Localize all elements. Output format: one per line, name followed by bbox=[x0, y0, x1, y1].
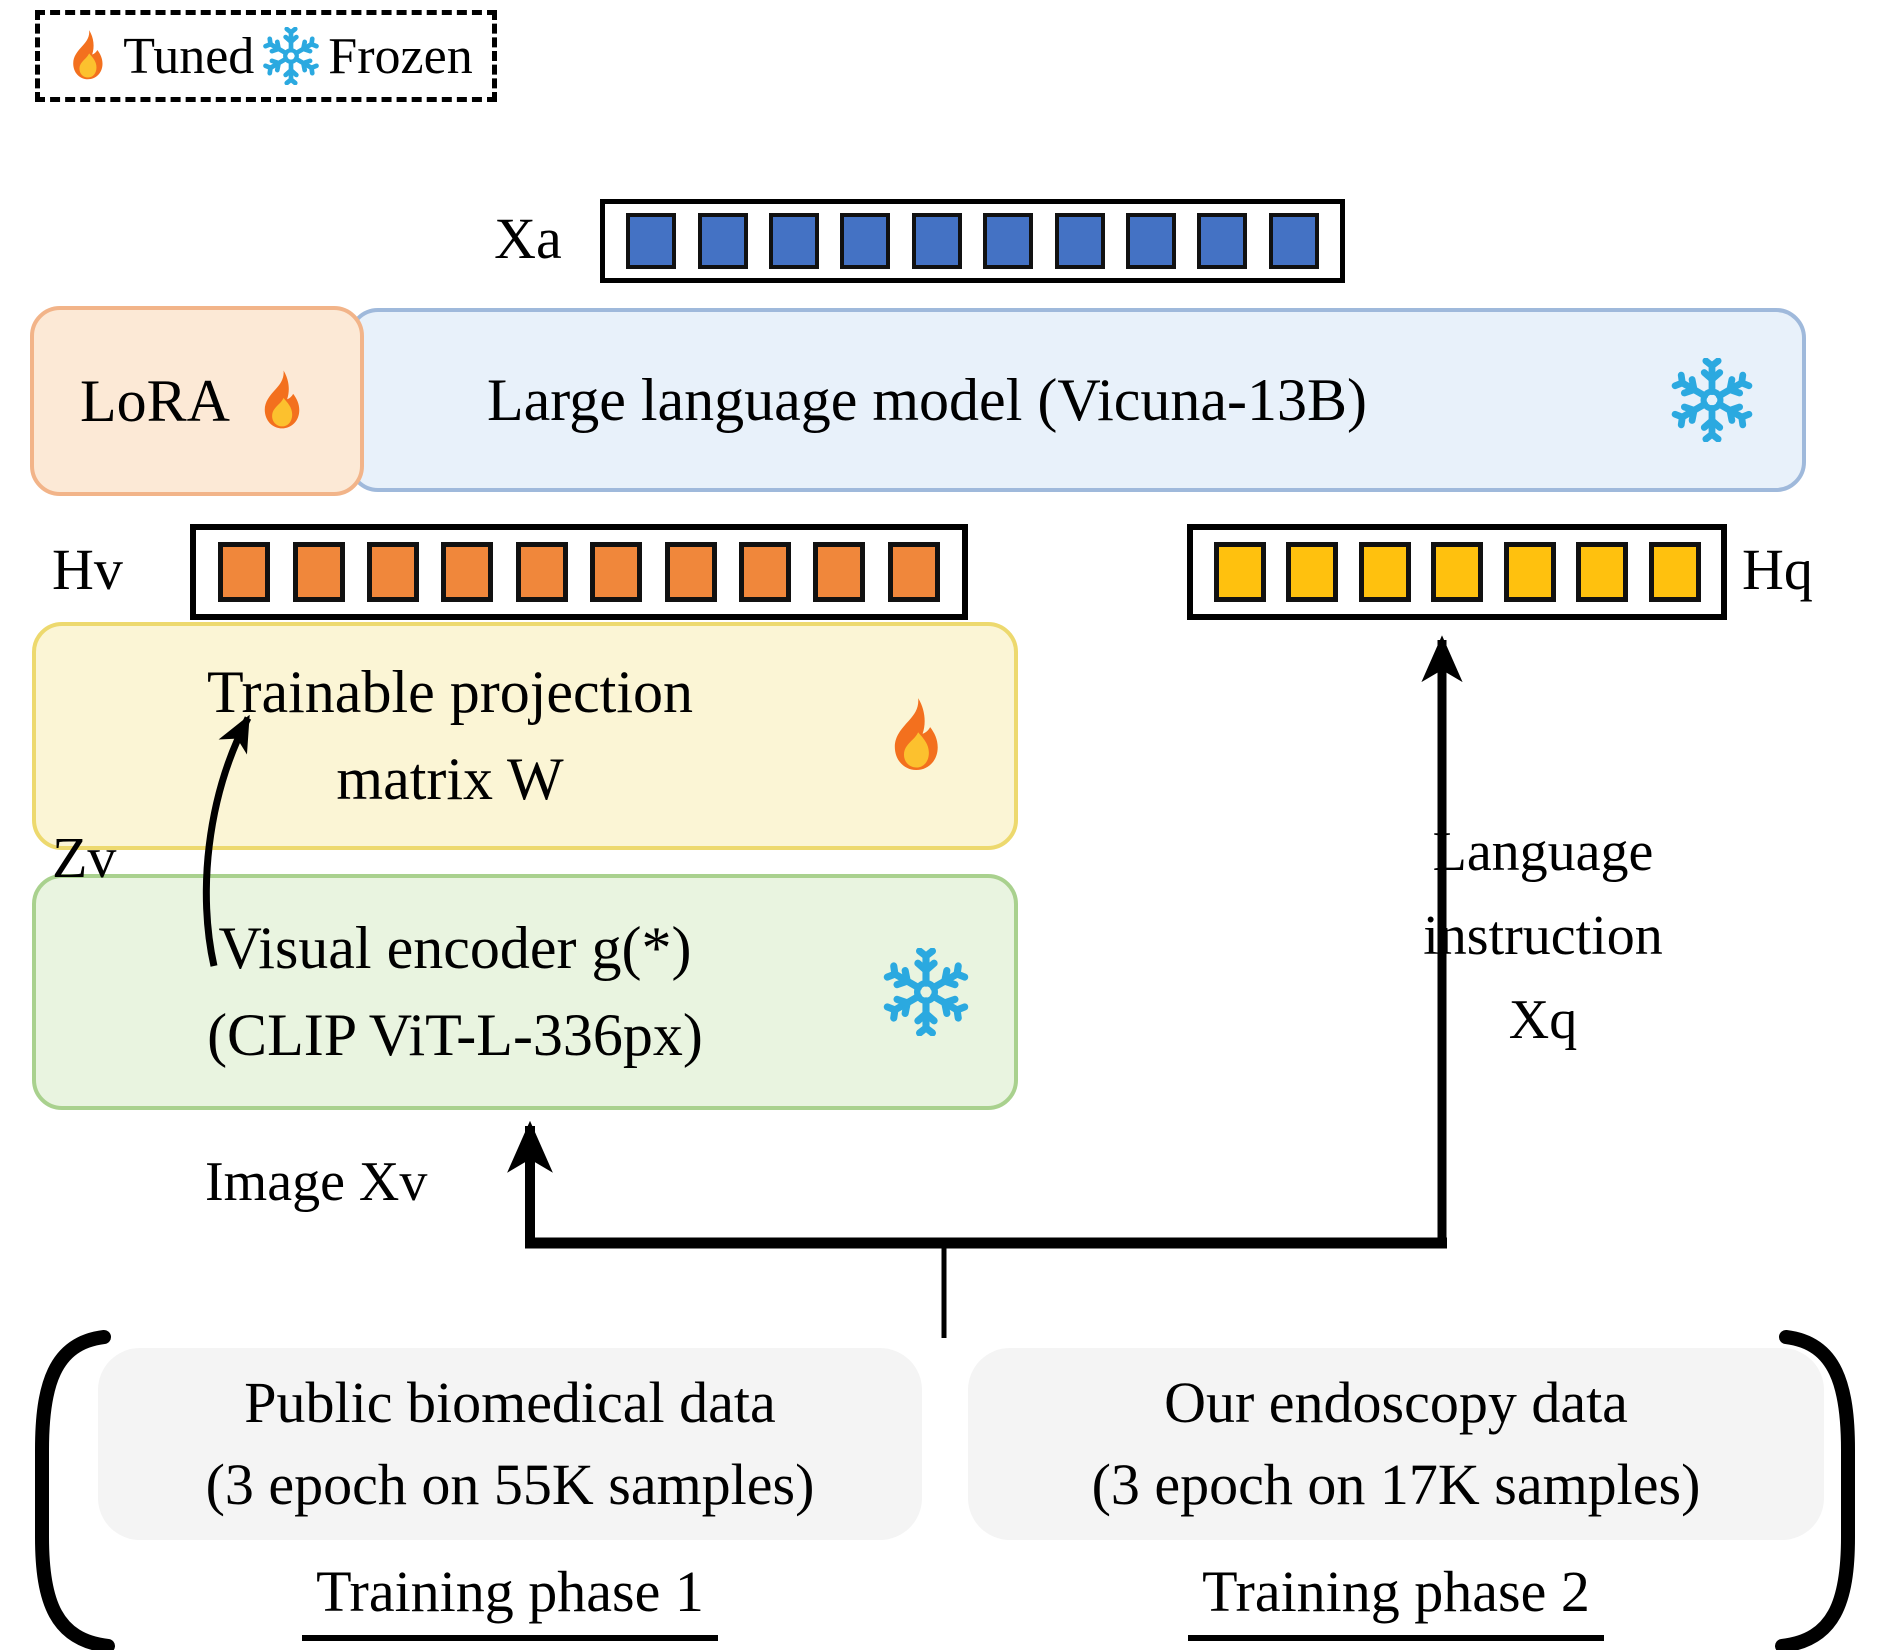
projection-label-line2: matrix W bbox=[336, 746, 564, 812]
training-phase2-caption-text: Training phase 2 bbox=[1188, 1558, 1604, 1641]
hq-label: Hq bbox=[1742, 537, 1813, 602]
token-square bbox=[1286, 542, 1338, 602]
dataset-phase1-line1: Public biomedical data bbox=[244, 1369, 776, 1435]
token-square bbox=[1503, 542, 1556, 602]
token-square bbox=[1213, 542, 1266, 602]
snowflake-icon bbox=[1670, 358, 1754, 442]
xa-label: Xa bbox=[494, 206, 562, 271]
dataset-phase2-line2: (3 epoch on 17K samples) bbox=[1091, 1452, 1701, 1517]
legend-tuned-label: Tuned bbox=[123, 27, 255, 85]
encoder-label-line2: (CLIP ViT-L-336px) bbox=[207, 1002, 703, 1068]
training-phase1-caption: Training phase 1 bbox=[98, 1558, 922, 1641]
llm-label: Large language model (Vicuna-13B) bbox=[487, 366, 1367, 433]
llm-block: Large language model (Vicuna-13B) bbox=[348, 308, 1806, 492]
token-square bbox=[1648, 542, 1701, 602]
dataset-phase2-box: Our endoscopy data (3 epoch on 17K sampl… bbox=[968, 1348, 1824, 1540]
token-square bbox=[367, 542, 420, 602]
zv-label: Zv bbox=[52, 825, 117, 890]
language-instruction-label: Language instruction Xq bbox=[1423, 821, 1663, 1051]
token-square bbox=[813, 542, 866, 602]
snowflake-icon bbox=[882, 948, 970, 1036]
legend-frozen-label: Frozen bbox=[328, 27, 473, 85]
dataset-phase1-line2: (3 epoch on 55K samples) bbox=[205, 1452, 815, 1517]
legend-box: Tuned Frozen bbox=[35, 10, 497, 102]
encoder-label: Visual encoder g(*) (CLIP ViT-L-336px) bbox=[36, 878, 874, 1106]
hv-token-row bbox=[190, 524, 968, 620]
token-square bbox=[738, 542, 791, 602]
projection-block: Trainable projection matrix W bbox=[32, 622, 1018, 850]
token-square bbox=[515, 542, 568, 602]
training-phase1-caption-text: Training phase 1 bbox=[302, 1558, 718, 1641]
token-square bbox=[887, 542, 940, 602]
token-square bbox=[840, 213, 891, 269]
lora-block: LoRA bbox=[30, 306, 364, 496]
token-square bbox=[911, 213, 962, 269]
token-square bbox=[626, 213, 677, 269]
token-square bbox=[1054, 213, 1105, 269]
token-square bbox=[1431, 542, 1483, 602]
token-square bbox=[292, 542, 345, 602]
flame-icon bbox=[73, 30, 103, 80]
token-square bbox=[590, 542, 643, 602]
token-square bbox=[664, 542, 717, 602]
token-square bbox=[1358, 542, 1411, 602]
token-square bbox=[769, 213, 820, 269]
token-square bbox=[1125, 213, 1176, 269]
encoder-block: Visual encoder g(*) (CLIP ViT-L-336px) bbox=[32, 874, 1018, 1110]
token-square bbox=[441, 542, 494, 602]
token-square bbox=[983, 213, 1034, 269]
token-square bbox=[697, 213, 748, 269]
hv-label: Hv bbox=[52, 537, 123, 602]
dataset-phase2-line1: Our endoscopy data bbox=[1164, 1369, 1628, 1435]
token-square bbox=[218, 542, 271, 602]
dataset-phase1-box: Public biomedical data (3 epoch on 55K s… bbox=[98, 1348, 922, 1540]
token-square bbox=[1197, 213, 1248, 269]
xa-token-row bbox=[600, 199, 1345, 283]
flame-icon bbox=[264, 370, 300, 429]
hq-token-row bbox=[1187, 524, 1727, 620]
projection-label: Trainable projection matrix W bbox=[36, 626, 864, 846]
encoder-label-line1: Visual encoder g(*) bbox=[218, 915, 692, 981]
image-input-label: Image Xv bbox=[205, 1151, 428, 1213]
training-phase2-caption: Training phase 2 bbox=[968, 1558, 1824, 1641]
flame-icon bbox=[894, 698, 938, 771]
token-square bbox=[1268, 213, 1319, 269]
token-square bbox=[1576, 542, 1628, 602]
projection-label-line1: Trainable projection bbox=[206, 659, 693, 725]
snowflake-icon bbox=[262, 27, 320, 85]
lora-label: LoRA bbox=[80, 367, 230, 434]
